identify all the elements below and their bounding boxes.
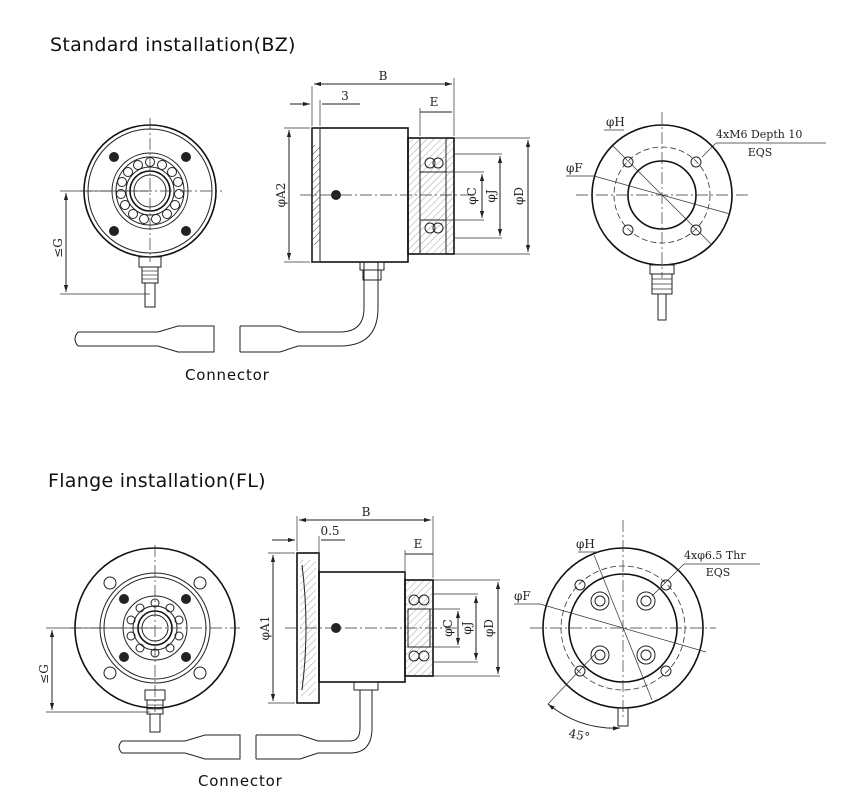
dim-g: ≤G [51,238,65,258]
dim-c-flange: φC [441,619,455,637]
thread-callout-flange: 4xφ6.5 Thr [684,549,746,562]
standard-rear-view: φH φF 4xM6 Depth 10 EQS [566,112,826,321]
dim-h-flange: φH [576,537,595,551]
flange-connector-cable [118,690,373,760]
dim-c: φC [465,187,479,205]
dim-b-flange: B [362,505,371,519]
dim-e-flange: E [414,537,423,551]
dim-g-flange: ≤G [37,664,51,684]
dim-f: φF [566,161,583,175]
eqs-callout-flange: EQS [706,566,731,579]
flange-side-view: B 0.5 E φA1 φC φJ φD [258,505,501,704]
dim-f-flange: φF [514,589,531,603]
dim-h: φH [606,115,625,129]
flange-installation-title: Flange installation(FL) [48,470,266,492]
dim-angle: 45° [567,726,591,744]
dim-b: B [379,69,388,83]
dim-d: φD [512,187,526,205]
standard-connector-cable [74,262,379,353]
dim-a1: φA1 [258,616,272,641]
standard-connector-label: Connector [185,366,270,384]
flange-connector-label: Connector [198,772,283,790]
dim-j-flange: φJ [460,621,474,634]
dim-a2: φA2 [274,183,288,208]
dim-d-flange: φD [482,619,496,637]
eqs-callout: EQS [748,146,773,159]
dim-e: E [430,95,439,109]
dim-half: 0.5 [320,524,339,538]
flange-rear-view: 45° φH φF 4xφ6.5 Thr EQS [514,520,760,744]
standard-side-view: B 3 E φA2 φC φJ φD [274,69,531,281]
standard-front-view: ≤G [51,118,222,308]
screw-icon [109,152,191,236]
flange-front-view: ≤G [37,545,240,733]
dim-j: φJ [484,189,498,202]
dim-three: 3 [341,89,349,103]
thread-callout: 4xM6 Depth 10 [716,128,802,141]
standard-installation-title: Standard installation(BZ) [50,34,296,56]
